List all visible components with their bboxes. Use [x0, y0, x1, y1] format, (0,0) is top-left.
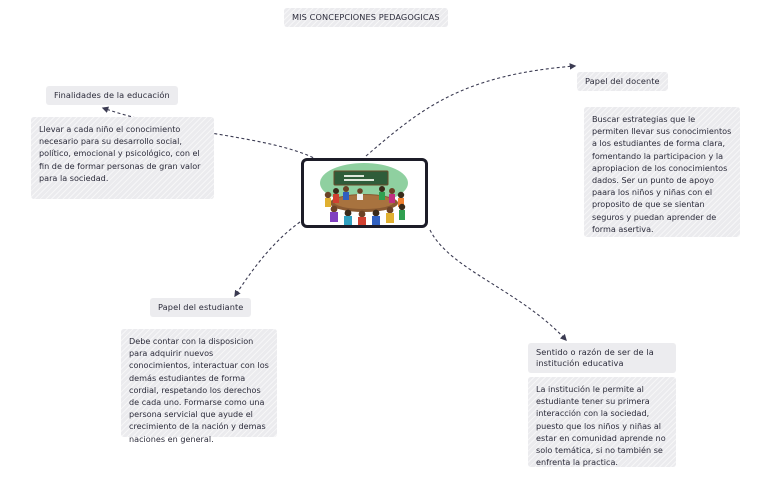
estudiante-title: Papel del estudiante	[150, 298, 252, 317]
connector-finalidades	[101, 106, 319, 161]
map-title: MIS CONCEPCIONES PEDAGOGICAS	[284, 8, 448, 27]
finalidades-text: Llevar a cada niño el conocimiento neces…	[31, 117, 214, 199]
connector-sentido	[429, 229, 567, 341]
finalidades-title: Finalidades de la educación	[46, 86, 178, 105]
center-image-card	[301, 158, 428, 228]
classroom-illustration-icon	[320, 163, 408, 225]
sentido-title: Sentido o razón de ser de la institución…	[528, 343, 676, 373]
connector-docente	[365, 63, 577, 157]
docente-text: Buscar estrategias que le permiten lleva…	[584, 107, 740, 237]
docente-title: Papel del docente	[577, 72, 668, 91]
connector-estudiante	[234, 221, 301, 298]
sentido-text: La institución le permite al estudiante …	[528, 377, 676, 467]
estudiante-text: Debe contar con la disposicion para adqu…	[121, 329, 277, 444]
